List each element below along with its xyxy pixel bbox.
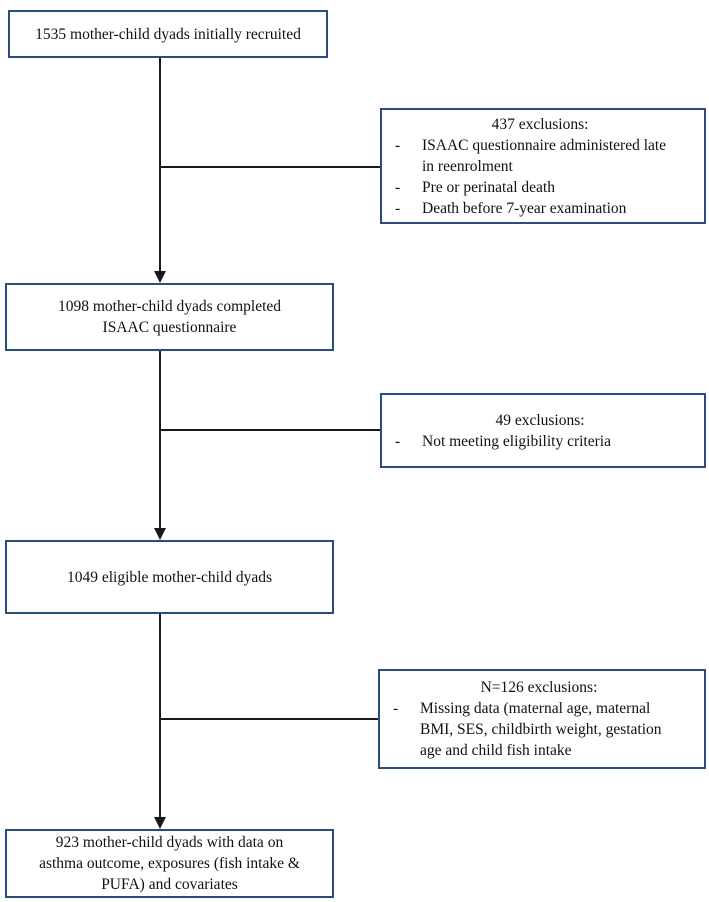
eligible-dyads-box: 1049 eligible mother-child dyads [5, 540, 334, 614]
final-sample-box: 923 mother-child dyads with data on asth… [5, 829, 334, 898]
exclusion-item-text: Pre or perinatal death [422, 178, 555, 196]
connector-branch-3 [160, 718, 378, 720]
exclusion-list-item: - Pre or perinatal death [382, 177, 698, 198]
exclusion-list-item: - Missing data (maternal age, maternal B… [380, 698, 698, 761]
exclusions-49-title: 49 exclusions: [495, 411, 585, 429]
arrow-down-icon [154, 817, 166, 829]
connector-vertical-2 [159, 351, 161, 529]
connector-vertical-3 [159, 614, 161, 818]
exclusion-item-text: Not meeting eligibility criteria [422, 432, 611, 450]
connector-branch-1 [160, 166, 380, 168]
bullet-dash: - [395, 136, 401, 154]
exclusions-126-box: N=126 exclusions: - Missing data (matern… [378, 669, 706, 769]
bullet-dash: - [393, 700, 399, 717]
exclusion-list-item: - Not meeting eligibility criteria [382, 431, 698, 452]
exclusions-437-list: - ISAAC questionnaire administered late … [382, 135, 698, 219]
bullet-dash: - [395, 178, 401, 196]
recruited-dyads-box: 1535 mother-child dyads initially recrui… [8, 10, 328, 58]
bullet-dash: - [395, 199, 401, 217]
bullet-dash: - [395, 432, 401, 450]
exclusions-437-box: 437 exclusions: - ISAAC questionnaire ad… [380, 108, 706, 224]
exclusions-49-list: - Not meeting eligibility criteria [382, 431, 698, 452]
exclusion-item-text: Death before 7-year examination [422, 199, 627, 217]
exclusion-list-item: - ISAAC questionnaire administered late … [382, 135, 698, 177]
exclusion-item-text: Missing data (maternal age, maternal BMI… [420, 700, 662, 759]
exclusions-49-box: 49 exclusions: - Not meeting eligibility… [380, 393, 706, 468]
exclusion-list-item: - Death before 7-year examination [382, 198, 698, 219]
connector-vertical-1 [159, 58, 161, 272]
exclusions-437-title: 437 exclusions: [491, 115, 589, 133]
exclusion-item-text: ISAAC questionnaire administered late in… [422, 136, 667, 175]
exclusions-126-list: - Missing data (maternal age, maternal B… [380, 698, 698, 761]
arrow-down-icon [154, 271, 166, 283]
connector-branch-2 [160, 429, 380, 431]
completed-isaac-box: 1098 mother-child dyads completed ISAAC … [5, 283, 334, 351]
arrow-down-icon [154, 528, 166, 540]
exclusions-126-title: N=126 exclusions: [480, 679, 598, 696]
